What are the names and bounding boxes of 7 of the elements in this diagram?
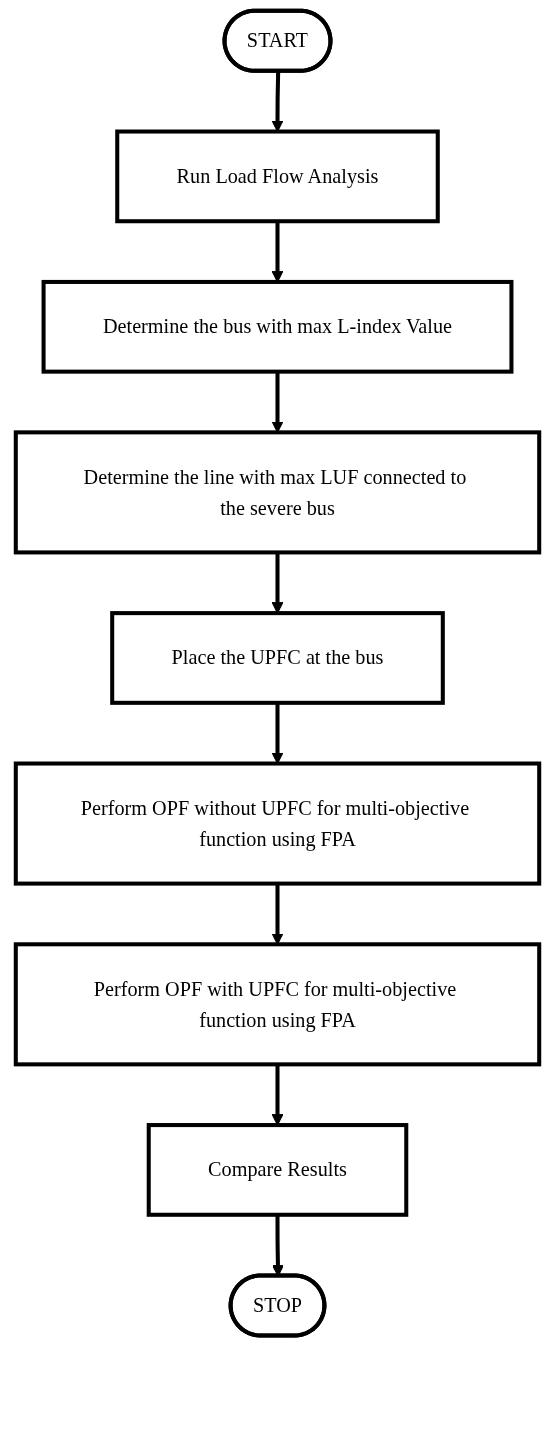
node-box: Run Load Flow Analysis (115, 129, 440, 224)
node-box: Perform OPF without UPFC for multi-objective function using FPA (13, 761, 542, 886)
node-box: Determine the bus with max L-index Value (41, 279, 514, 374)
node-box: Compare Results (146, 1123, 409, 1217)
node-box: Place the UPFC at the bus (110, 611, 445, 705)
node-box: Perform OPF with UPFC for multi-objective function using FPA (13, 942, 542, 1067)
node-box: Determine the line with max LUF connected to the severe bus (13, 430, 542, 555)
